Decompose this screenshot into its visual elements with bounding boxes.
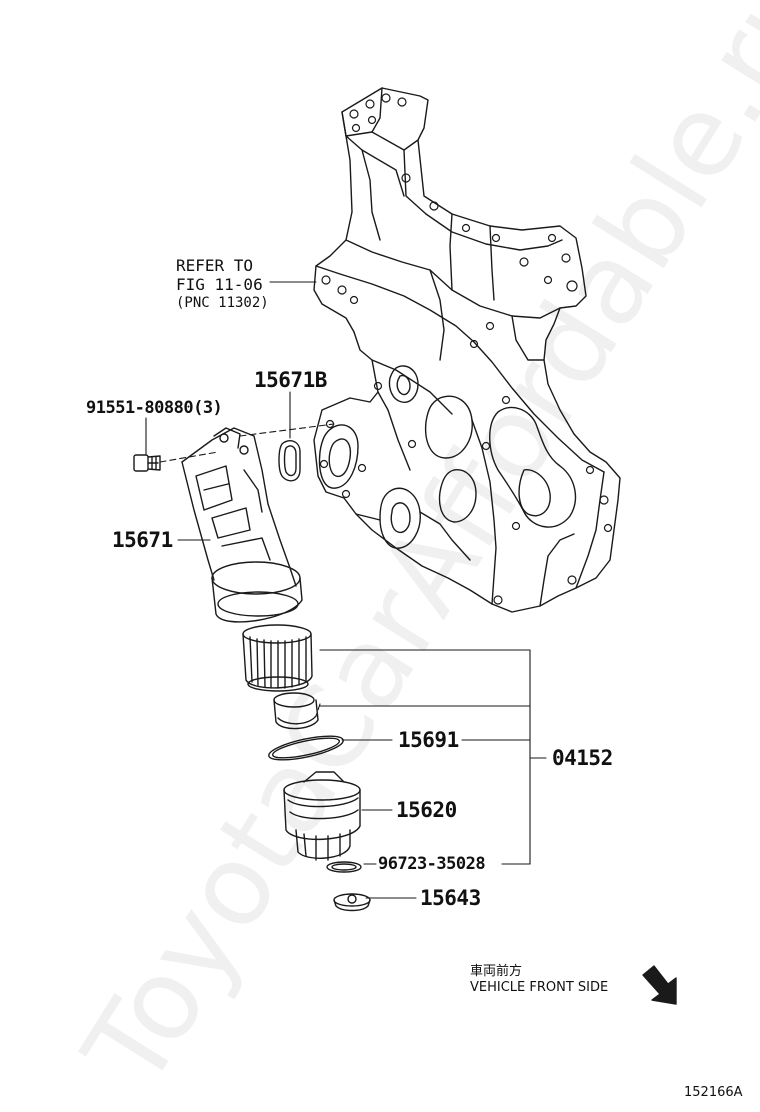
part-label-plug: 15643 [420, 886, 481, 910]
oil-filter-cap [283, 771, 361, 861]
figure-id: 152166A [684, 1085, 743, 1100]
reference-line-1: REFER TO [176, 256, 254, 275]
part-label-housing: 15671 [112, 528, 173, 552]
timing-cover [313, 87, 621, 613]
reference-line-2: FIG 11-06 [176, 275, 263, 294]
front-side-japanese: 車両前方 [470, 964, 523, 979]
leader-lines [145, 281, 547, 899]
filter-center-spacer [273, 692, 319, 730]
drain-washer [326, 861, 362, 873]
part-label-cap: 15620 [396, 798, 457, 822]
reference-note: REFER TO FIG 11-06 (PNC 11302) [176, 256, 269, 313]
drain-plug [333, 893, 371, 912]
oring-15691 [268, 735, 344, 761]
reference-line-3: (PNC 11302) [176, 295, 269, 311]
part-label-element-kit: 04152 [552, 746, 613, 770]
part-label-bolt: 91551-80880(3) [86, 398, 223, 418]
front-side-english: VEHICLE FRONT SIDE [470, 980, 609, 995]
oil-filter-element [242, 624, 313, 692]
housing-gasket [278, 440, 301, 482]
front-arrow-icon [642, 965, 677, 1005]
part-label-gasket: 15671B [254, 368, 327, 392]
oil-filter-housing [181, 427, 303, 623]
part-label-oring: 15691 [398, 728, 459, 752]
dashed-alignment-lines [159, 423, 335, 717]
part-label-washer: 96723-35028 [378, 854, 486, 874]
cover-bolt-holes [319, 93, 613, 605]
flange-bolt [133, 454, 161, 472]
